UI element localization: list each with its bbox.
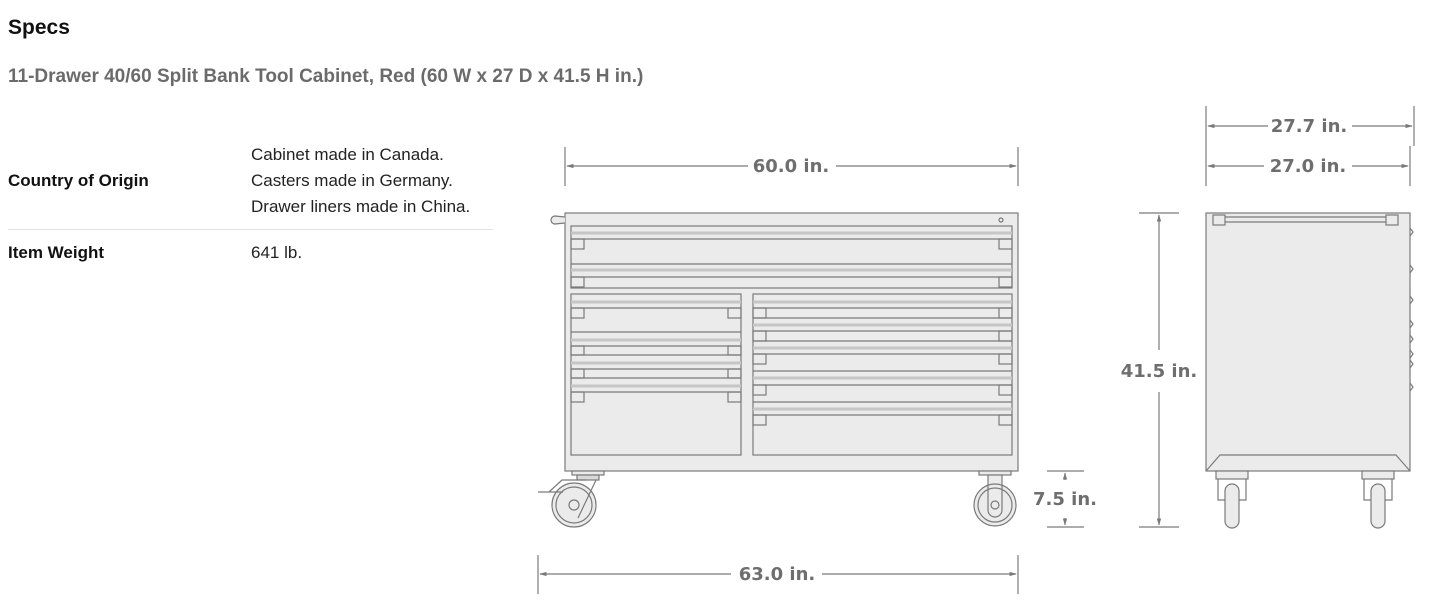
front-view bbox=[537, 147, 1084, 594]
dimension-front-width: 60.0 in. bbox=[753, 156, 830, 177]
dimension-caster-height: 7.5 in. bbox=[1033, 489, 1097, 510]
dimension-height: 41.5 in. bbox=[1121, 361, 1198, 382]
spec-value-line: Drawer liners made in China. bbox=[251, 197, 471, 216]
spec-label: Item Weight bbox=[8, 243, 105, 262]
spec-value-line: Cabinet made in Canada. bbox=[251, 145, 444, 164]
section-title: Specs bbox=[8, 16, 70, 39]
spec-value: Cabinet made in Canada. Casters made in … bbox=[251, 142, 493, 220]
product-name: 11-Drawer 40/60 Split Bank Tool Cabinet,… bbox=[8, 66, 644, 87]
dimension-overall-width: 63.0 in. bbox=[739, 564, 816, 585]
spec-value: 641 lb. bbox=[251, 243, 303, 262]
dimension-depth: 27.0 in. bbox=[1270, 156, 1347, 177]
specs-table: Country of Origin Cabinet made in Canada… bbox=[8, 140, 493, 276]
spec-label: Country of Origin bbox=[8, 171, 149, 190]
spec-value-line: Casters made in Germany. bbox=[251, 171, 453, 190]
spec-row-item-weight: Item Weight 641 lb. bbox=[8, 230, 493, 276]
side-view bbox=[1139, 106, 1415, 529]
spec-row-country-of-origin: Country of Origin Cabinet made in Canada… bbox=[8, 140, 493, 230]
dimension-overall-depth: 27.7 in. bbox=[1271, 116, 1348, 137]
